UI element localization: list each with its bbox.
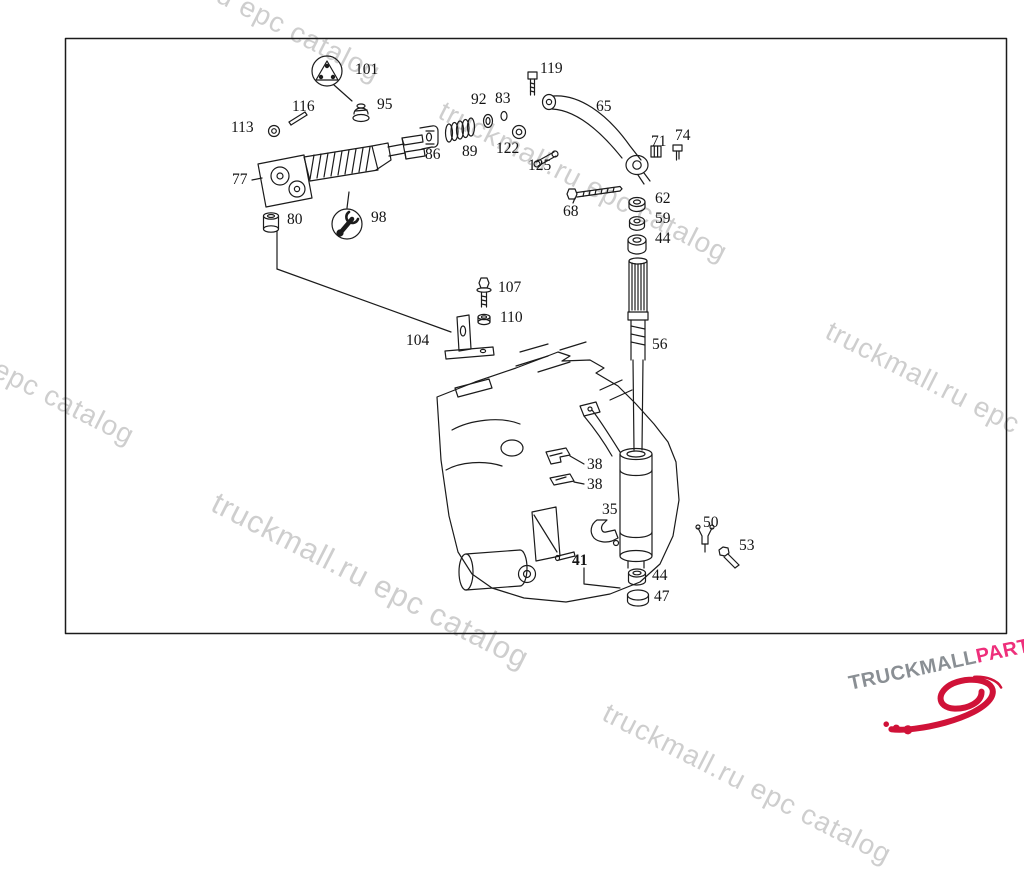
part-62-nut: [628, 196, 646, 213]
part-86-clevis: [419, 125, 439, 150]
diagram-frame: [64, 37, 1008, 635]
part-74-bolt: [672, 144, 683, 161]
part-56-shaft: [627, 257, 649, 451]
part-59-ring: [628, 216, 646, 231]
symbol-101-triangle: [311, 55, 353, 102]
parts-diagram: [64, 37, 1008, 635]
part-116-pin: [288, 111, 308, 126]
truckmall-logo: TRUCKMALLPARTS: [824, 612, 1024, 761]
part-68-bolt: [566, 185, 623, 204]
selector-tower: [579, 401, 653, 569]
part-125-link: [533, 150, 559, 168]
part-119-bolt: [527, 71, 538, 96]
part-92-ring: [482, 113, 494, 129]
part-38-clamp-upper: [545, 447, 585, 465]
part-113-washer: [267, 124, 281, 138]
part-77-cylinder: [251, 134, 426, 208]
part-65-lever: [541, 93, 651, 185]
part-122-washer: [511, 124, 527, 140]
part-44-bushing-lower: [627, 568, 647, 586]
part-104-bracket: [276, 230, 495, 360]
part-89-bellows: [444, 117, 476, 143]
symbol-98-wrench: [331, 191, 363, 240]
part-44-bushing-upper: [627, 234, 647, 255]
part-110-nut: [477, 313, 491, 326]
part-47-cap: [626, 589, 650, 607]
logo-swoosh-icon: [883, 675, 1003, 735]
part-107-bolt: [476, 277, 492, 308]
part-95-grommet: [352, 103, 370, 123]
part-38-clamp-lower: [549, 473, 585, 486]
part-53-bolt: [718, 546, 740, 569]
part-80-bushing: [262, 212, 280, 233]
part-83-ring: [500, 110, 508, 122]
part-35-bracket: [590, 519, 620, 547]
part-50-fork: [695, 524, 715, 553]
part-41-pin: [554, 551, 621, 589]
part-71-nut: [650, 145, 662, 158]
